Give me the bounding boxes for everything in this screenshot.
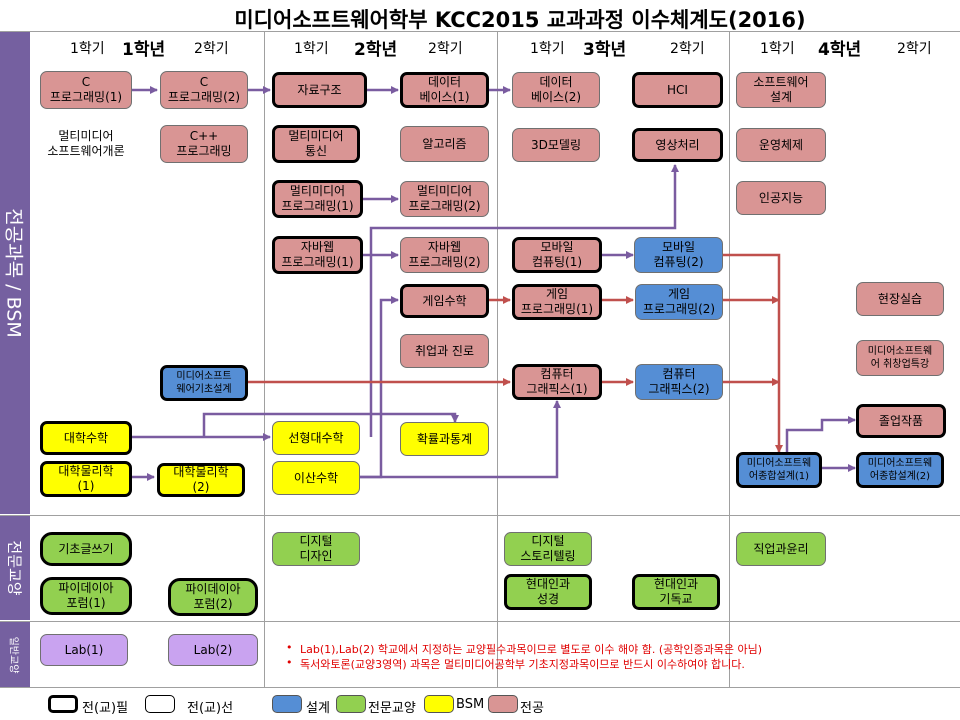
course-physics-1[interactable]: 대학물리학 (1) — [40, 461, 132, 497]
semester-label: 2학기 — [897, 41, 932, 57]
course-game-math[interactable]: 게임수학 — [400, 284, 489, 318]
course-graphics-2[interactable]: 컴퓨터 그래픽스(2) — [635, 364, 723, 400]
course-algorithms[interactable]: 알고리즘 — [400, 126, 489, 162]
legend-label-design: 설계 — [306, 701, 330, 716]
grid-line — [264, 32, 265, 687]
course-ai[interactable]: 인공지능 — [736, 181, 826, 215]
arrow — [360, 296, 399, 479]
course-physics-2[interactable]: 대학물리학 (2) — [157, 463, 245, 497]
course-linear-algebra[interactable]: 선형대수학 — [272, 421, 360, 455]
course-basic-writing[interactable]: 기초글쓰기 — [40, 532, 132, 566]
course-internship[interactable]: 현장실습 — [856, 282, 944, 316]
course-graphics-1[interactable]: 컴퓨터 그래픽스(1) — [512, 364, 602, 400]
note-lab: Lab(1),Lab(2) 학교에서 지정하는 교양필수과목이므로 별도로 이수… — [286, 641, 762, 657]
course-lab-1[interactable]: Lab(1) — [40, 634, 128, 666]
course-bible[interactable]: 현대인과 성경 — [504, 574, 592, 610]
course-3d-modeling[interactable]: 3D모델링 — [512, 128, 600, 162]
course-cpp[interactable]: C++ 프로그래밍 — [160, 125, 248, 163]
course-mm-programming-2[interactable]: 멀티미디어 프로그래밍(2) — [400, 181, 489, 217]
legend-swatch-design — [272, 695, 302, 713]
course-digital-design[interactable]: 디지털 디자인 — [272, 532, 360, 566]
course-career[interactable]: 취업과 진로 — [400, 334, 489, 368]
grid-line — [729, 32, 730, 687]
course-database-2[interactable]: 데이터 베이스(2) — [512, 72, 600, 108]
grid-line — [0, 515, 960, 516]
legend-swatch-bsm — [424, 695, 454, 713]
course-mm-communication[interactable]: 멀티미디어 통신 — [272, 125, 360, 163]
course-mobile-computing-1[interactable]: 모바일 컴퓨팅(1) — [512, 237, 602, 273]
course-java-web-2[interactable]: 자바웹 프로그래밍(2) — [400, 237, 489, 273]
legend-label-major: 전공 — [520, 701, 544, 716]
course-c-programming-1[interactable]: C 프로그래밍(1) — [40, 71, 132, 109]
year-label-1: 1학년 — [122, 40, 166, 60]
semester-label: 1학기 — [760, 41, 795, 57]
arrow — [723, 253, 783, 453]
course-christianity[interactable]: 현대인과 기독교 — [632, 574, 720, 610]
course-image-processing[interactable]: 영상처리 — [632, 128, 723, 162]
course-paideia-2[interactable]: 파이데이아 포럼(2) — [168, 578, 258, 616]
grid-line — [497, 32, 498, 687]
semester-label: 2학기 — [194, 41, 229, 57]
semester-label: 2학기 — [670, 41, 705, 57]
course-ethics[interactable]: 직업과윤리 — [736, 532, 826, 566]
grid-line — [0, 687, 960, 688]
course-mm-programming-1[interactable]: 멀티미디어 프로그래밍(1) — [272, 180, 363, 218]
course-operating-systems[interactable]: 운영체제 — [736, 128, 826, 162]
course-lab-2[interactable]: Lab(2) — [168, 634, 258, 666]
page-title: 미디어소프트웨어학부 KCC2015 교과과정 이수체계도(2016) — [234, 8, 806, 32]
legend-label-liberal: 전문교양 — [368, 701, 416, 716]
course-capstone-2[interactable]: 미디어소프트웨 어종합설계(2) — [856, 452, 944, 488]
legend-label-elective: 전(교)선 — [187, 701, 234, 716]
semester-label: 1학기 — [70, 41, 105, 57]
legend-swatch-liberal — [336, 695, 366, 713]
row-header-general: 일반교양 — [0, 622, 30, 687]
arrow — [202, 412, 459, 437]
course-java-web-1[interactable]: 자바웹 프로그래밍(1) — [272, 236, 363, 274]
course-mobile-computing-2[interactable]: 모바일 컴퓨팅(2) — [634, 237, 723, 273]
course-discrete-math[interactable]: 이산수학 — [272, 461, 360, 495]
semester-label: 1학기 — [530, 41, 565, 57]
course-paideia-1[interactable]: 파이데이아 포럼(1) — [40, 577, 132, 615]
legend-label-bsm: BSM — [456, 697, 485, 712]
year-label-2: 2학년 — [354, 40, 398, 60]
course-mm-startup[interactable]: 미디어소프트웨 어 취창업특강 — [856, 340, 944, 376]
year-label-4: 4학년 — [818, 40, 862, 60]
row-header-major: 전공과목 / BSM — [0, 32, 30, 514]
course-capstone-1[interactable]: 미디어소프트웨 어종합설계(1) — [736, 452, 822, 488]
course-probability[interactable]: 확률과통계 — [400, 422, 489, 456]
note-reading: 독서와토론(교양3영역) 과목은 멀티미디어공학부 기초지정과목이므로 반드시 … — [286, 656, 745, 672]
semester-label: 2학기 — [428, 41, 463, 57]
legend-swatch-required — [48, 695, 78, 713]
course-game-programming-1[interactable]: 게임 프로그래밍(1) — [512, 284, 602, 320]
course-mm-intro[interactable]: 멀티미디어 소프트웨어개론 — [47, 129, 125, 158]
arrow — [369, 164, 679, 437]
grid-line — [0, 621, 960, 622]
year-label-3: 3학년 — [583, 40, 627, 60]
arrow — [360, 400, 561, 479]
arrow — [785, 416, 856, 452]
legend-swatch-major — [488, 695, 518, 713]
course-sw-basic-design[interactable]: 미디어소프트 웨어기초설계 — [160, 365, 248, 401]
course-c-programming-2[interactable]: C 프로그래밍(2) — [160, 71, 248, 109]
legend-swatch-elective — [145, 695, 175, 713]
course-hci[interactable]: HCI — [632, 72, 723, 108]
semester-label: 1학기 — [294, 41, 329, 57]
course-graduation-project[interactable]: 졸업작품 — [856, 404, 946, 438]
grid-line — [0, 31, 960, 32]
row-header-liberal: 전문교양 — [0, 516, 30, 620]
course-digital-storytelling[interactable]: 디지털 스토리텔링 — [504, 532, 592, 566]
course-database-1[interactable]: 데이터 베이스(1) — [400, 72, 489, 108]
course-calculus[interactable]: 대학수학 — [40, 421, 132, 455]
course-sw-design[interactable]: 소프트웨어 설계 — [736, 72, 826, 108]
legend-label-required: 전(교)필 — [82, 701, 129, 716]
course-data-structures[interactable]: 자료구조 — [272, 72, 367, 108]
course-game-programming-2[interactable]: 게임 프로그래밍(2) — [635, 284, 723, 320]
